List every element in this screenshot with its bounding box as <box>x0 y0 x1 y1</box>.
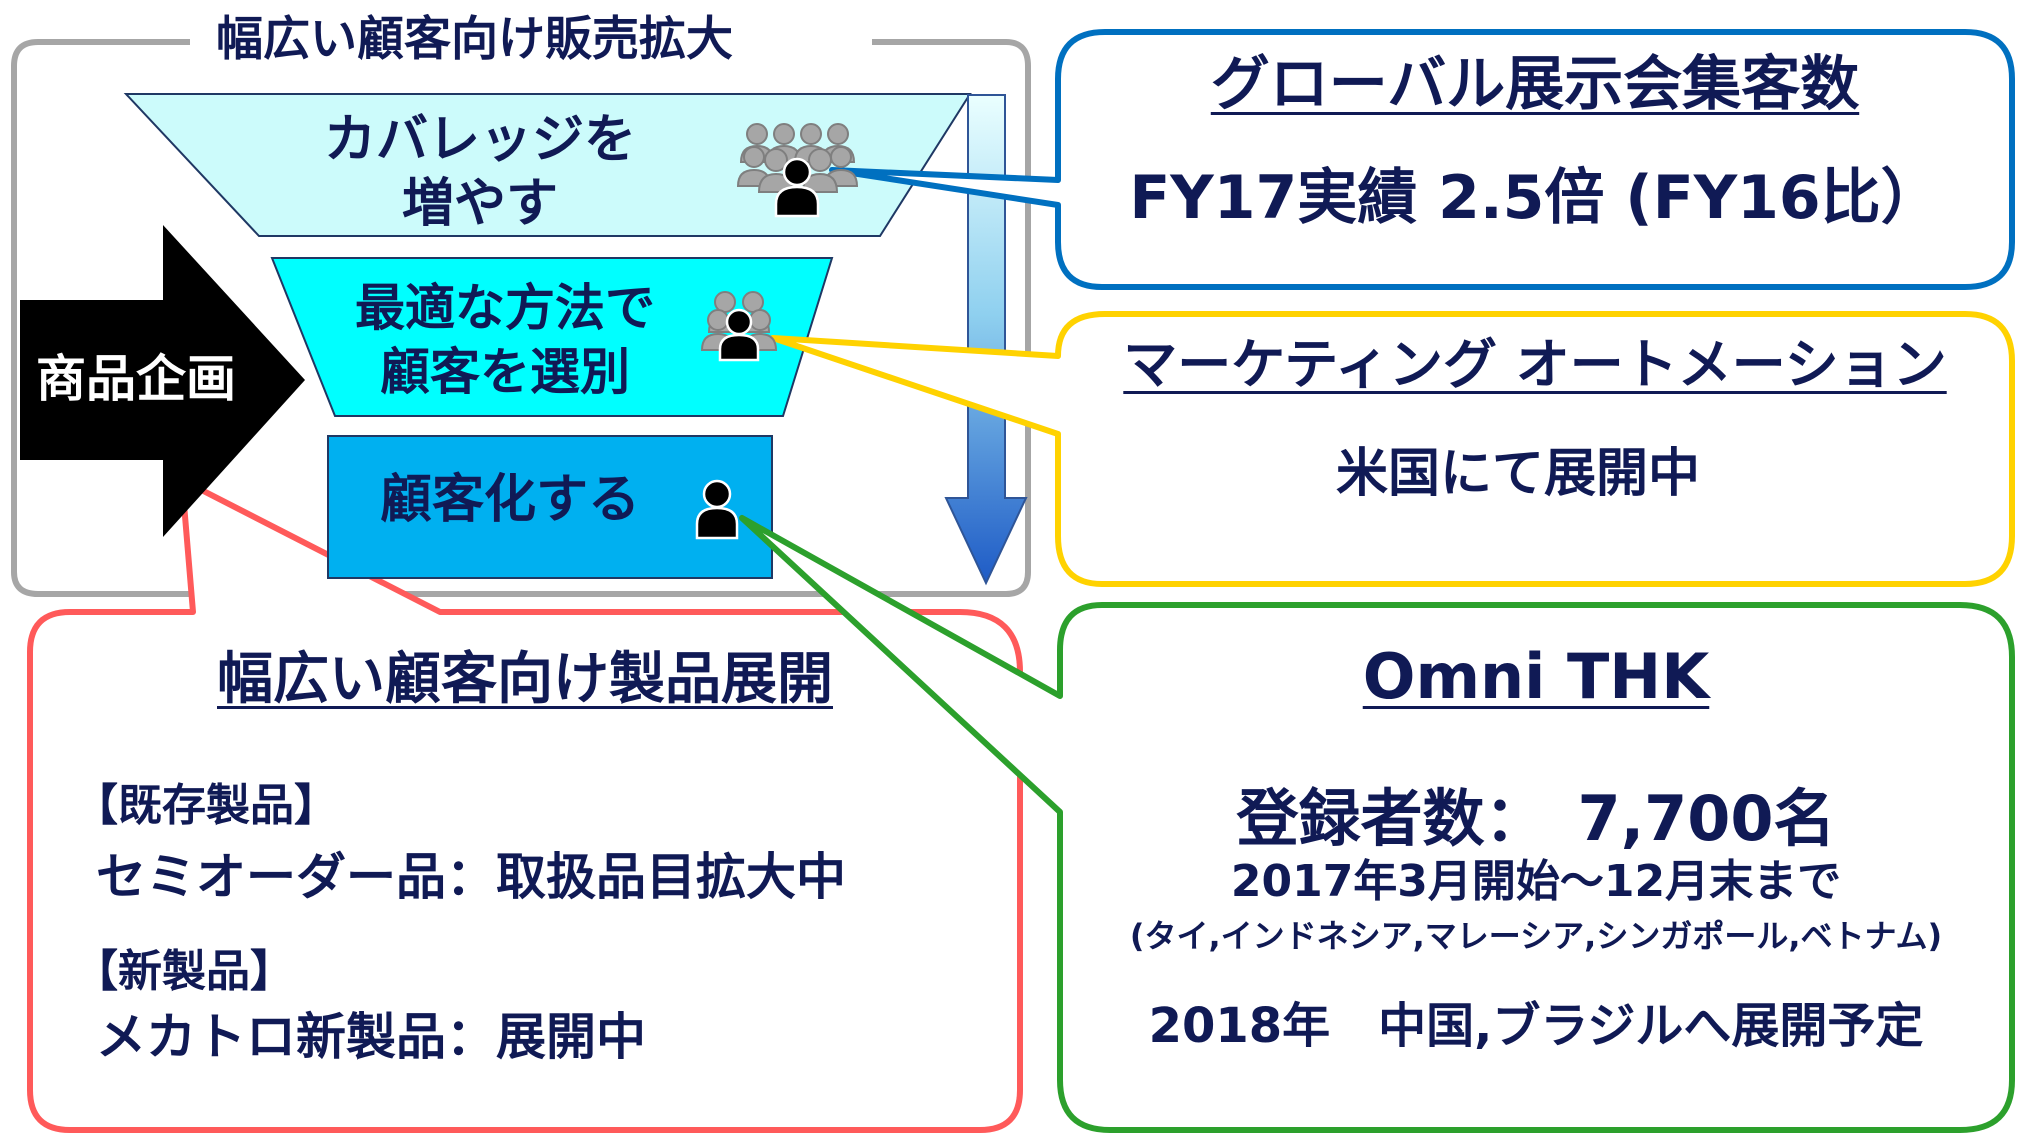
omni-callout-shape <box>739 515 2015 1133</box>
funnel-stage-3-label: 顧客化する <box>379 470 640 530</box>
global-expo-callout-shape <box>829 29 2015 290</box>
omni-registrants: 登録者数： 7,700名 <box>1236 782 1836 855</box>
omni-period: 2017年3月開始～12月末まで <box>1230 856 1842 907</box>
funnel-stage-2-line-2: 顧客を選別 <box>380 343 630 401</box>
group-small-icon <box>700 291 778 362</box>
omni-plan: 2018年 中国,ブラジルへ展開予定 <box>1148 998 1924 1054</box>
products-existing-heading: 【既存製品】 <box>74 780 338 831</box>
products-new-heading: 【新製品】 <box>74 946 294 997</box>
funnel-stage-1-line-1: カバレッジを <box>323 110 636 170</box>
products-title: 幅広い顧客向け製品展開 <box>217 647 833 712</box>
funnel-stage-2-label: 最適な方法で 顧客を選別 <box>310 276 700 404</box>
person-single-icon <box>695 479 739 540</box>
products-callout-shape <box>27 477 1023 1133</box>
omni-countries: (タイ,インドネシア,マレーシア,シンガポール,ベトナム) <box>1129 917 1943 955</box>
flow-down-arrow <box>944 94 1028 586</box>
funnel-stage-3 <box>327 435 773 579</box>
marketing-status: 米国にて展開中 <box>1335 444 1700 504</box>
marketing-title: マーケティング オートメーション <box>1123 333 1947 396</box>
product-planning-label: 商品企画 <box>36 350 236 408</box>
products-existing-item: セミオーダー品：取扱品目拡大中 <box>96 848 846 906</box>
funnel-frame <box>11 39 1031 597</box>
product-planning-arrow <box>20 225 305 537</box>
funnel-title: 幅広い顧客向け販売拡大 <box>200 16 749 63</box>
funnel-stage-2 <box>270 257 834 417</box>
marketing-callout-shape <box>770 311 2015 587</box>
global-expo-title: グローバル展示会集客数 <box>1210 49 1860 118</box>
products-new-item: メカトロ新製品：展開中 <box>96 1008 646 1066</box>
funnel-stage-1-label: カバレッジを 増やす <box>270 108 690 236</box>
omni-title: Omni THK <box>1362 640 1710 713</box>
global-expo-value: FY17実績 2.5倍 (FY16比） <box>1129 163 1941 233</box>
funnel-stage-2-line-1: 最適な方法で <box>355 279 655 337</box>
funnel-stage-1-line-2: 増やす <box>401 174 558 234</box>
crowd-large-icon <box>736 123 859 218</box>
